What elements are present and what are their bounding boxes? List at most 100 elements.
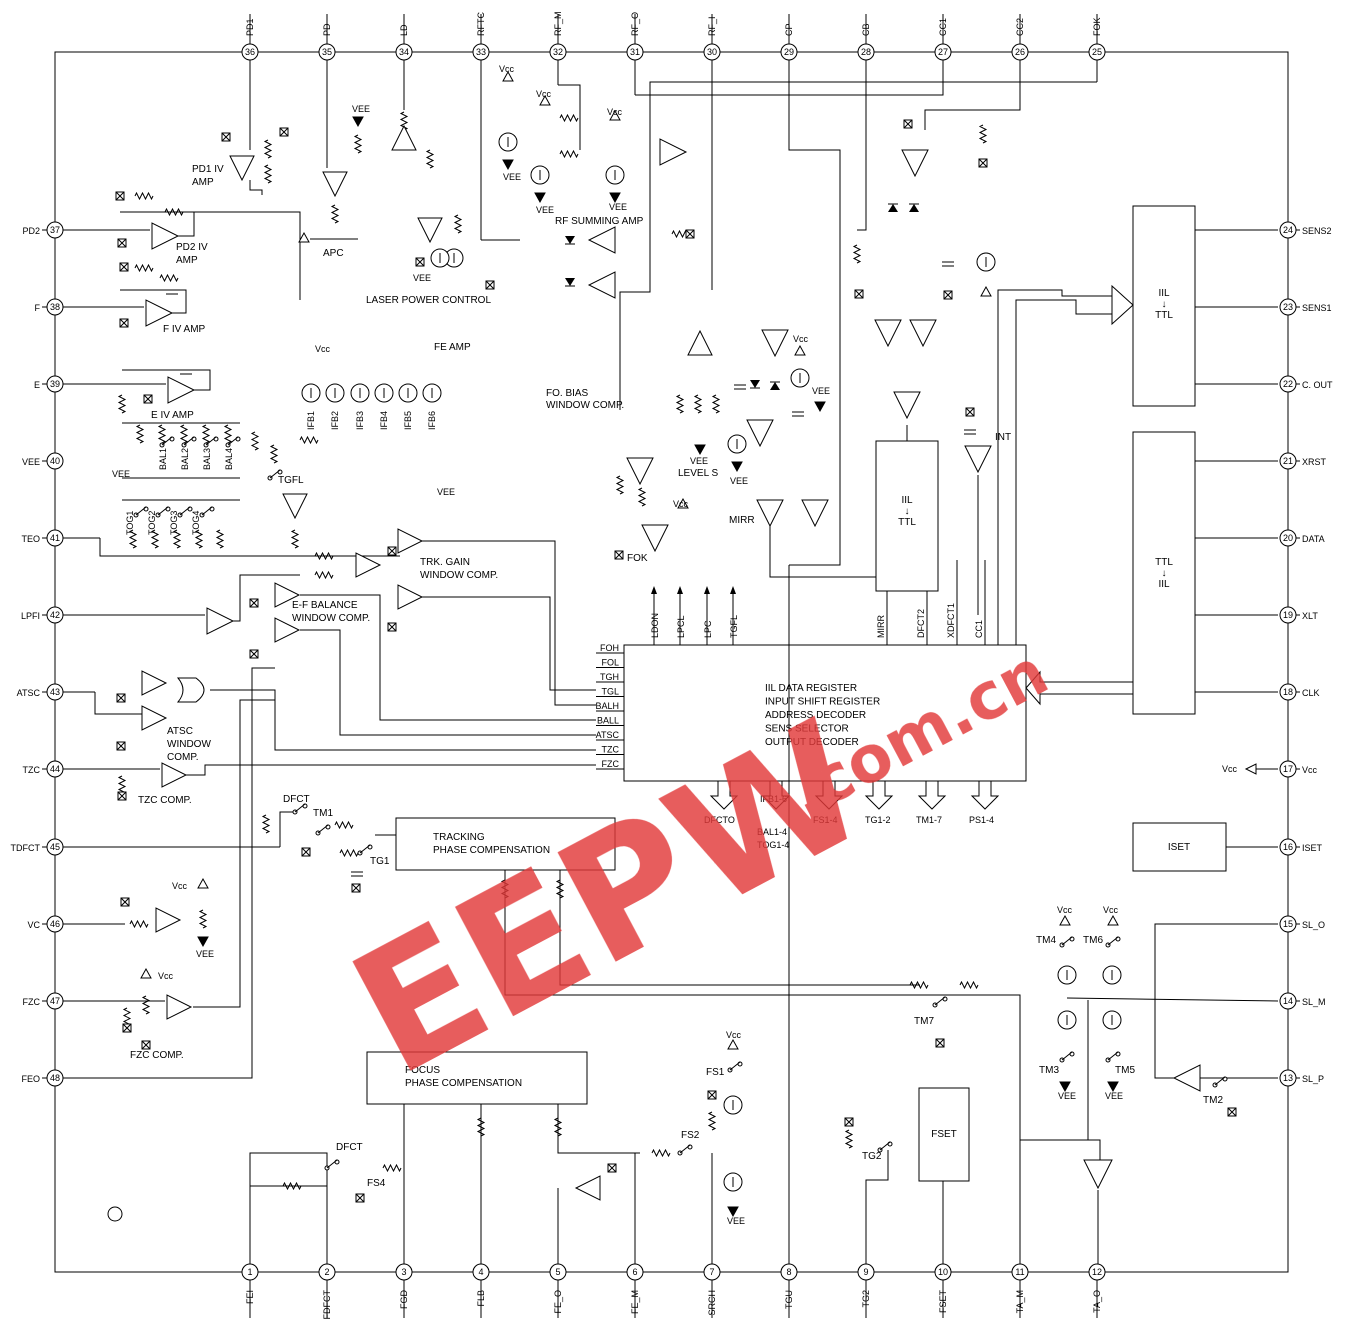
fset-label: FSET <box>931 1129 957 1140</box>
rf-diode-2 <box>565 278 575 286</box>
ld-res3 <box>453 214 463 234</box>
bal-label: BAL1 <box>158 448 168 470</box>
apc-label: APC <box>323 248 344 259</box>
arrow-head <box>730 586 736 594</box>
cc2-wire <box>924 60 1021 130</box>
vee-label: VEE <box>112 469 130 479</box>
vcc-label: Vcc <box>158 971 174 981</box>
ground-x <box>116 741 126 751</box>
pd1-res <box>263 164 273 184</box>
or-gate <box>176 677 205 703</box>
register-output-arrow <box>814 780 844 810</box>
pd1-iv-amp-l2: AMP <box>192 177 214 188</box>
vcc-label: Vcc <box>607 107 623 117</box>
pin-number: 21 <box>1283 456 1293 466</box>
vee-label: VEE <box>196 949 214 959</box>
pin-number: 9 <box>863 1267 868 1277</box>
atsc-comp-l3: COMP. <box>167 752 199 763</box>
bal-res <box>157 424 167 444</box>
dfct-label: DFCT <box>283 794 310 805</box>
pin-number: 41 <box>50 533 60 543</box>
register-top-output-label: LPC <box>703 620 713 638</box>
tgfl-res <box>290 529 300 549</box>
fzc-res2 <box>141 995 151 1015</box>
iil-ttl-top-l3: TTL <box>1155 310 1173 321</box>
rf-amp <box>659 138 688 166</box>
pd1-fb-res <box>263 139 273 159</box>
vc-buffer <box>155 907 182 933</box>
pin1-marker <box>107 1206 123 1222</box>
pin-number: 3 <box>401 1267 406 1277</box>
pin-number: 30 <box>707 47 717 57</box>
pin-name: VC <box>27 920 40 930</box>
switch-arm <box>879 1141 891 1151</box>
pin-number: 48 <box>50 1073 60 1083</box>
ground-x <box>279 127 289 137</box>
vee-symbol <box>534 192 546 204</box>
pin-number: 14 <box>1283 996 1293 1006</box>
focus-l2: PHASE COMPENSATION <box>405 1078 522 1089</box>
tg2-link <box>865 1150 889 1264</box>
mirr-label: MIRR <box>729 515 755 526</box>
fe-o-res <box>553 1117 563 1137</box>
ground-x <box>903 119 913 129</box>
trk-gain-comp-a <box>397 528 424 554</box>
cb-wire <box>857 60 867 231</box>
pin-number: 1 <box>247 1267 252 1277</box>
switch-arm <box>729 1061 741 1071</box>
focus-block <box>366 1051 588 1105</box>
ld-res <box>399 111 409 131</box>
pin-number: 12 <box>1092 1267 1102 1277</box>
mirr-diode <box>750 380 760 388</box>
vee-label: VEE <box>413 273 431 283</box>
vcc-symbol <box>140 967 152 979</box>
ld-amp2 <box>417 217 443 244</box>
level-s-res3 <box>711 394 721 414</box>
f-fb <box>120 289 187 314</box>
tracking-l2: PHASE COMPENSATION <box>433 845 550 856</box>
ground-x <box>607 1163 617 1173</box>
dfct-focus-label: DFCT <box>336 1142 363 1153</box>
ground-x <box>965 407 975 417</box>
vcc-label: Vcc <box>673 499 689 509</box>
ta-amp <box>1083 1159 1113 1190</box>
pin-number: 20 <box>1283 533 1293 543</box>
register-line: OUTPUT DECODER <box>765 737 859 748</box>
lpfi-out <box>233 574 300 622</box>
pin-number: 23 <box>1283 302 1293 312</box>
pin-number: 7 <box>709 1267 714 1277</box>
ground-x <box>685 229 695 239</box>
rf-summing-amp <box>587 226 616 254</box>
tg-out-label: TG1-2 <box>865 815 891 825</box>
fok-label: FOK <box>627 553 648 564</box>
tgfl-res-in <box>250 431 260 451</box>
ifb-label: IFB5 <box>403 411 413 430</box>
register-top-output-label: LDON <box>650 613 660 638</box>
pin-name: ATSC <box>17 688 41 698</box>
ps-out-label: PS1-4 <box>969 815 994 825</box>
pin-name: Vcc <box>1302 765 1318 775</box>
level-s-res2 <box>693 394 703 414</box>
atsc-comp-b <box>141 705 168 731</box>
ground-x <box>249 598 259 608</box>
ef-balance-comp-b <box>274 617 301 643</box>
atsc-comp-l1: ATSC <box>167 726 193 737</box>
vee-label: VEE <box>437 487 455 497</box>
ground-x <box>415 257 425 267</box>
pd1-iv-amp <box>229 155 255 182</box>
register-line: ADDRESS DECODER <box>765 710 866 721</box>
pin-number: 28 <box>861 47 871 57</box>
vcc-label: Vcc <box>1057 905 1073 915</box>
level-s-amp <box>687 329 713 356</box>
vee-symbol <box>197 936 209 948</box>
vcc-symbol <box>502 70 514 82</box>
tm5-label: TM5 <box>1115 1065 1135 1076</box>
register-input-label: FOL <box>601 658 619 668</box>
pin-number: 38 <box>50 302 60 312</box>
pd2-res <box>134 191 154 201</box>
